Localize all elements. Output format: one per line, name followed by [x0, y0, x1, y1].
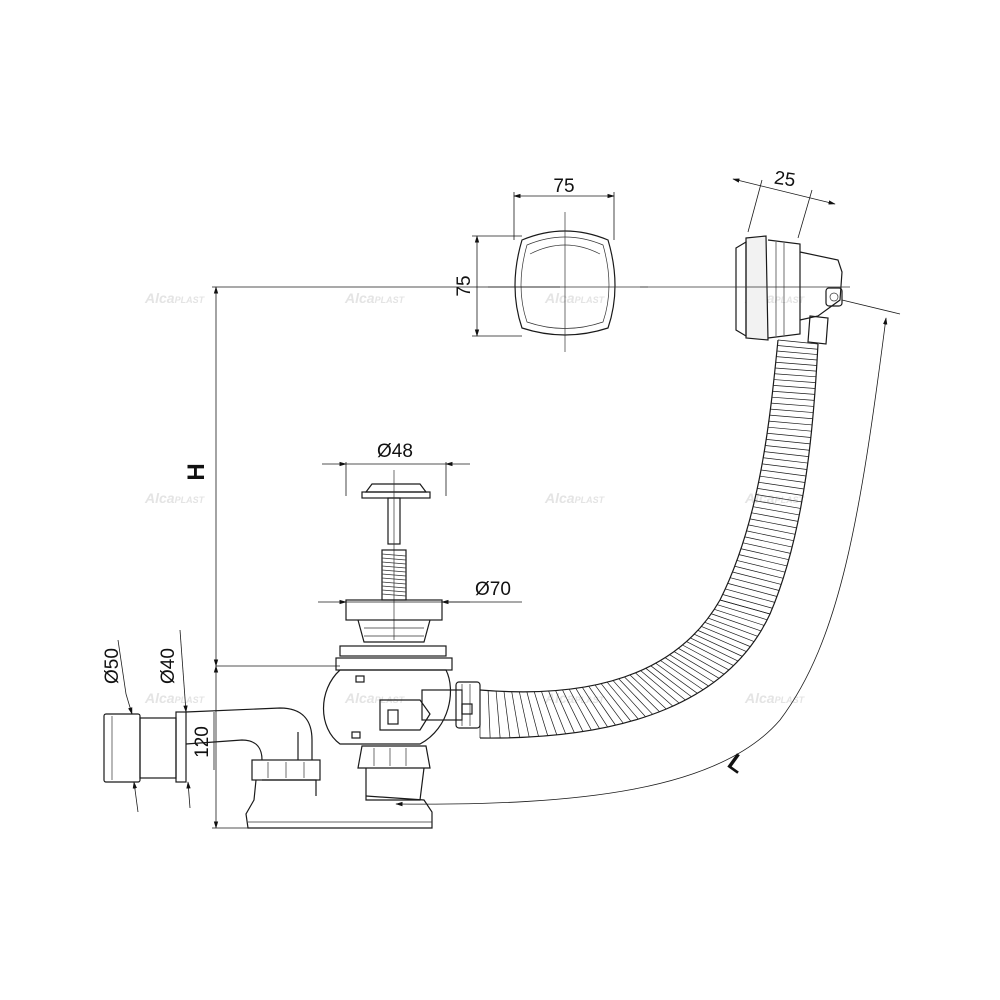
- plug-diameter-label: Ø48: [377, 441, 413, 462]
- hose-corrugation: [495, 691, 501, 739]
- hose-corrugation: [766, 439, 811, 445]
- hose-corrugation: [727, 583, 778, 597]
- hose-corrugation: [725, 588, 775, 603]
- hose-corrugation: [519, 691, 530, 738]
- hose-corrugation: [600, 683, 632, 722]
- outlet-inner-diameter-label: Ø40: [158, 648, 179, 684]
- hose-corrugation: [775, 361, 817, 366]
- hose-corrugation: [763, 457, 808, 464]
- hose-corrugation: [701, 626, 751, 647]
- hose-corrugation: [717, 604, 768, 621]
- length-label: L: [723, 749, 751, 779]
- flange-diameter-label: Ø70: [475, 579, 511, 600]
- hose-corrugation: [771, 402, 814, 407]
- hose-corrugation: [770, 408, 814, 413]
- hose-corrugation: [771, 396, 815, 401]
- hose-corrugation: [744, 536, 793, 548]
- hose-corrugation: [767, 432, 811, 438]
- overflow-side-view: 25: [640, 168, 850, 345]
- hose-corrugation: [730, 577, 780, 591]
- hose-corrugation: [682, 644, 730, 671]
- hose-corrugation: [686, 641, 734, 666]
- hose-corrugation: [588, 686, 616, 726]
- outlet-dimensions: Ø50 Ø40 120: [102, 629, 215, 813]
- watermarks: AlcaPLAST AlcaPLAST AlcaPLAST AlcaPLAST …: [144, 290, 806, 706]
- hose-corrugation: [762, 463, 807, 470]
- hose-corrugation: [722, 594, 773, 609]
- overflow-depth-label: 25: [773, 168, 797, 192]
- hose-corrugation: [738, 554, 788, 567]
- watermark: AlcaPLAST: [544, 290, 606, 306]
- overflow-cover-front-view: 75 75: [454, 176, 648, 352]
- hose-corrugation: [503, 691, 511, 738]
- hose-corrugation: [697, 630, 747, 652]
- hose-corrugation: [776, 350, 818, 355]
- hose-corrugation: [764, 451, 809, 457]
- hose-corrugation: [606, 681, 639, 720]
- hose-corrugation: [767, 426, 812, 432]
- hose-corrugation: [775, 367, 817, 372]
- hose-corrugation: [765, 445, 810, 451]
- outlet-outer-diameter-label: Ø50: [102, 648, 123, 684]
- hose-corrugation: [612, 680, 646, 718]
- hose-corrugation: [678, 648, 725, 675]
- hose-corrugation: [526, 691, 539, 737]
- hose-corrugation: [487, 690, 491, 739]
- hose-corrugation: [773, 385, 816, 389]
- flexible-hose: [479, 339, 819, 739]
- hose-corrugation: [760, 469, 807, 477]
- hose-corrugation: [618, 678, 653, 715]
- hose-corrugation: [740, 548, 789, 561]
- hose-corrugation: [768, 420, 813, 426]
- overflow-height-label: 75: [454, 275, 475, 296]
- hose-corrugation: [690, 637, 739, 662]
- watermark: AlcaPLAST: [144, 290, 206, 306]
- hose-corrugation: [742, 542, 791, 554]
- hose-corrugation: [511, 691, 521, 738]
- hose-corrugation: [640, 670, 680, 704]
- watermark: AlcaPLAST: [344, 290, 406, 306]
- hose-corrugation: [758, 481, 805, 490]
- hose-corrugation: [772, 390, 815, 395]
- hose-corrugation: [759, 475, 806, 483]
- hose-corrugation: [777, 345, 818, 350]
- watermark: AlcaPLAST: [144, 690, 206, 706]
- flange-assembly: Ø70: [318, 579, 522, 643]
- watermark: AlcaPLAST: [344, 690, 406, 706]
- hose-corrugation: [769, 414, 813, 420]
- hose-corrugation: [751, 512, 799, 522]
- overall-dimensions: H L: [183, 286, 901, 829]
- plug-assembly: Ø48: [322, 441, 470, 640]
- trap-height-label: 120: [192, 726, 213, 758]
- overflow-width-label: 75: [553, 176, 574, 197]
- hose-corrugation: [732, 571, 782, 585]
- hose-corrugation: [774, 373, 817, 378]
- watermark: AlcaPLAST: [544, 490, 606, 506]
- watermark: AlcaPLAST: [744, 690, 806, 706]
- hose-corrugation: [694, 633, 743, 657]
- watermark: AlcaPLAST: [144, 490, 206, 506]
- height-label: H: [183, 463, 210, 480]
- hose-corrugation: [773, 379, 816, 383]
- hose-corrugation: [736, 560, 786, 573]
- hose-corrugation: [753, 506, 800, 516]
- hose-corrugation: [776, 356, 818, 361]
- hose-corrugation: [734, 565, 784, 579]
- hose-corrugation: [719, 599, 771, 615]
